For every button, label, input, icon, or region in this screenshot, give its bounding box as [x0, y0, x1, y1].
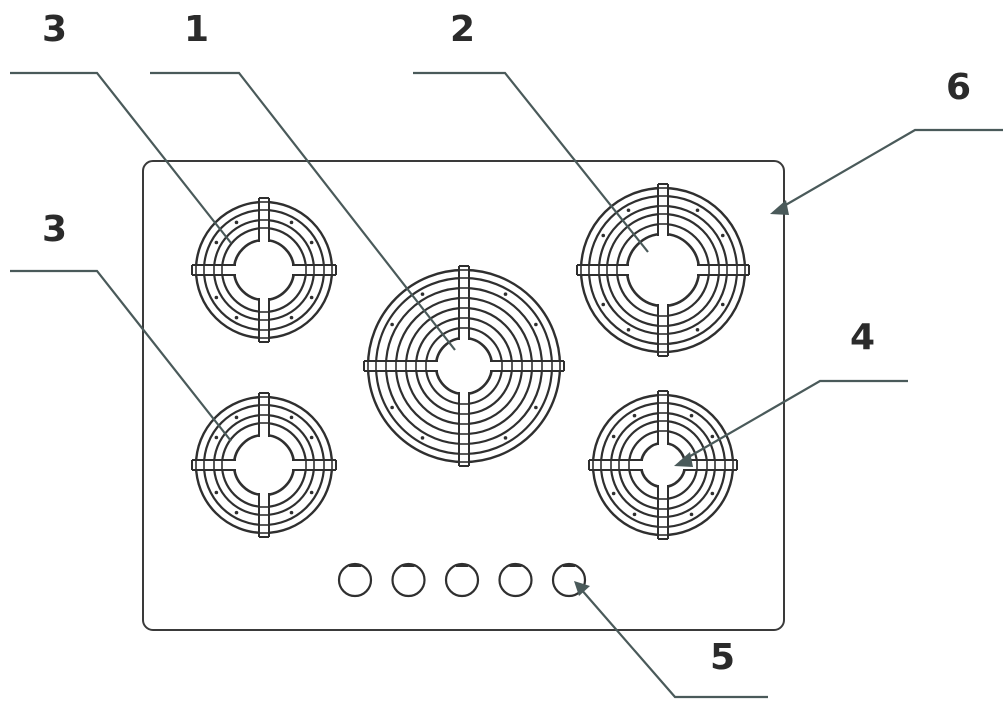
burner-center-wok-grate-arm	[458, 265, 470, 340]
leader-line-3-bottom	[10, 269, 232, 442]
hob-plate	[142, 160, 785, 631]
burner-top-right-grate-arm	[576, 264, 629, 276]
burner-bottom-right-port	[710, 491, 715, 496]
callout-label-2: 2	[450, 9, 476, 50]
burner-center-wok-port	[420, 436, 425, 440]
burner-top-right-grate-arm	[697, 264, 750, 276]
burner-bottom-right-grate-arm	[657, 390, 669, 445]
control-knobs-group	[337, 562, 587, 598]
burner-bottom-left-port	[309, 435, 314, 440]
callout-label-6: 6	[946, 67, 972, 108]
leader-line-1	[150, 71, 456, 351]
callout-label-5: 5	[710, 637, 736, 678]
burner-bottom-left-port	[214, 435, 219, 440]
burner-bottom-left-port	[214, 490, 219, 495]
burner-top-left-port	[214, 295, 219, 300]
callout-label-3-top: 3	[42, 9, 68, 50]
burner-bottom-right-port	[632, 413, 637, 418]
burner-bottom-right-grate-arm	[683, 459, 738, 471]
burner-top-right-grate-arm	[657, 304, 669, 357]
callout-label-3-bottom: 3	[42, 209, 68, 250]
burner-bottom-left-grate-arm	[258, 493, 270, 538]
burner-bottom-left-grate-arm	[292, 459, 337, 471]
leader-line-6	[776, 128, 1003, 211]
burner-bottom-right-port	[689, 512, 694, 517]
burner-bottom-left-cap	[232, 433, 296, 497]
arrowhead-5	[574, 581, 590, 596]
leader-lines-group	[10, 71, 1003, 699]
burner-bottom-right-port	[710, 434, 715, 439]
burner-top-left-grate-arm	[258, 298, 270, 343]
burner-bottom-right-port	[611, 434, 616, 439]
burner-top-left-grate-arm	[292, 264, 337, 276]
burner-bottom-left-port	[309, 490, 314, 495]
burner-top-right-grate-arm	[657, 183, 669, 236]
burner-top-left-port	[214, 240, 219, 245]
burner-top-right-port	[720, 302, 725, 307]
burner-center-wok-port	[390, 322, 394, 327]
burner-top-right-port	[626, 208, 631, 213]
burner-top-left-port	[234, 315, 239, 320]
burner-center-wok-port	[503, 292, 508, 296]
leader-line-4	[679, 379, 908, 463]
burner-bottom-right-port	[689, 413, 694, 418]
burner-bottom-left-grate-arm	[191, 459, 236, 471]
burner-bottom-right-grate-arm	[657, 485, 669, 540]
burner-center-wok-port	[390, 405, 394, 410]
burner-top-right-port	[695, 327, 700, 332]
burner-top-left-port	[289, 315, 294, 320]
burner-center-wok-port	[503, 436, 508, 440]
burner-top-left-port	[309, 295, 314, 300]
burner-top-right-port	[601, 233, 606, 238]
burner-top-right-port	[626, 327, 631, 332]
burner-bottom-left-port	[289, 415, 294, 420]
burner-bottom-right-grate-arm	[588, 459, 643, 471]
burner-center-wok-grate-arm	[458, 392, 470, 467]
burner-top-right-port	[720, 233, 725, 238]
burner-center-wok	[363, 265, 565, 467]
burner-center-wok-port	[420, 292, 425, 296]
burner-top-left-port	[309, 240, 314, 245]
burner-top-left-cap	[232, 238, 296, 302]
burner-top-left-port	[234, 220, 239, 225]
burner-top-right-cap	[625, 232, 701, 308]
burner-center-wok-grate-arm	[490, 360, 565, 372]
arrowheads-group	[574, 200, 789, 596]
burner-center-wok-cap	[434, 336, 494, 396]
control-knob[interactable]	[337, 562, 373, 598]
burner-top-left-port	[289, 220, 294, 225]
leader-line-5	[579, 587, 768, 699]
burner-bottom-right	[588, 390, 738, 540]
burner-top-left-grate-arm	[191, 264, 236, 276]
burner-top-left-grate-arm	[258, 197, 270, 242]
burner-bottom-left-port	[234, 415, 239, 420]
arrowhead-4	[674, 452, 693, 467]
burner-bottom-left-port	[234, 510, 239, 515]
leader-line-3-top	[10, 71, 232, 244]
burner-bottom-left-port	[289, 510, 294, 515]
control-knob[interactable]	[391, 562, 426, 598]
burners-group	[191, 183, 750, 540]
callout-label-4: 4	[850, 317, 876, 358]
burner-center-wok-port	[534, 405, 538, 410]
burner-bottom-right-port	[632, 512, 637, 517]
arrowhead-6	[770, 200, 789, 215]
control-knob[interactable]	[444, 562, 480, 598]
callout-label-1: 1	[184, 9, 210, 50]
burner-top-right-port	[695, 208, 700, 213]
burner-top-right	[576, 183, 750, 357]
control-knob[interactable]	[498, 562, 533, 598]
burner-bottom-left-grate-arm	[258, 392, 270, 437]
burner-center-wok-port	[534, 322, 538, 327]
burner-center-wok-grate-arm	[363, 360, 438, 372]
leader-line-2	[413, 71, 649, 253]
burner-bottom-left	[191, 392, 337, 538]
burner-top-left	[191, 197, 337, 343]
burner-bottom-right-port	[611, 491, 616, 496]
burner-top-right-port	[601, 302, 606, 307]
